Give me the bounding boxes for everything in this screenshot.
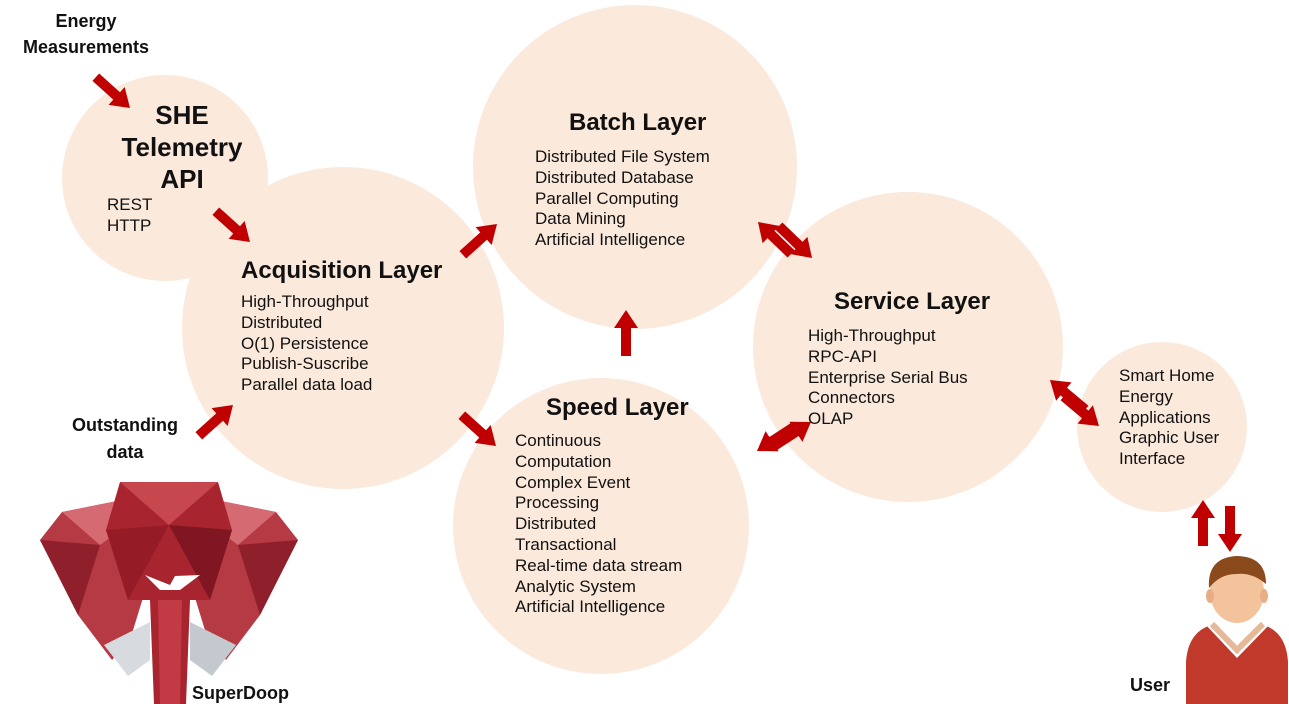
list-item: High-Throughput — [808, 326, 936, 345]
energy-measurements-label: Energy Measurements — [22, 11, 150, 57]
list-item: Applications — [1119, 407, 1211, 427]
list-item: Interface — [1119, 449, 1186, 469]
list-item: Distributed Database — [535, 167, 694, 187]
acquisition-layer-list: High-Throughput Distributed O(1) Persist… — [241, 292, 372, 396]
superdoop-logo-icon — [40, 482, 298, 704]
service-layer-list: High-Throughput RPC-API Enterprise Seria… — [808, 326, 968, 430]
list-item: Distributed File System — [535, 147, 710, 166]
list-item: Continuous — [515, 431, 602, 450]
list-item: Energy — [1119, 386, 1173, 406]
superdoop-label: SuperDoop — [192, 683, 289, 703]
list-item: Computation — [515, 451, 612, 471]
batch-layer-list: Distributed File System Distributed Data… — [535, 147, 710, 251]
outstanding-data-label: Outstanding data — [72, 415, 178, 462]
user-avatar-icon — [1186, 556, 1288, 704]
acquisition-layer-title: Acquisition Layer — [241, 257, 443, 284]
acquisition-layer-node — [182, 167, 504, 489]
speed-layer-title: Speed Layer — [546, 394, 689, 421]
service-layer-title: Service Layer — [834, 288, 991, 315]
apps-node — [1077, 342, 1247, 512]
service-layer-node — [753, 192, 1063, 502]
list-item: Data Mining — [535, 209, 626, 229]
list-item: Complex Event — [515, 472, 631, 492]
list-item: Graphic User — [1119, 428, 1220, 448]
batch-layer-node — [473, 5, 797, 329]
list-item: Processing — [515, 493, 600, 513]
list-item: Connectors — [808, 388, 895, 408]
list-item: Artificial Intelligence — [515, 597, 666, 617]
list-item: Smart Home — [1119, 366, 1215, 385]
arrow-apps-to-user — [1218, 506, 1242, 552]
list-item: Analytic System — [515, 576, 636, 596]
list-item: OLAP — [808, 409, 854, 429]
list-item: O(1) Persistence — [241, 333, 369, 353]
speed-layer-node — [453, 378, 749, 674]
she-telemetry-list: REST HTTP — [107, 195, 152, 237]
user-label: User — [1130, 675, 1171, 695]
list-item: Real-time data stream — [515, 555, 683, 575]
list-item: Distributed — [515, 514, 597, 534]
she-telemetry-title: SHE Telemetry API — [121, 100, 243, 194]
speed-layer-list: Continuous Computation Complex Event Pro… — [515, 431, 682, 618]
list-item: Distributed — [241, 312, 323, 332]
batch-layer-title: Batch Layer — [569, 109, 707, 136]
list-item: Enterprise Serial Bus — [808, 367, 968, 387]
list-item: Parallel data load — [241, 375, 373, 395]
list-item: Publish-Suscribe — [241, 354, 369, 374]
arrow-user-to-apps — [1191, 500, 1215, 546]
list-item: REST — [107, 195, 153, 214]
list-item: HTTP — [107, 215, 152, 235]
apps-list: Smart Home Energy Applications Graphic U… — [1119, 366, 1219, 470]
list-item: Transactional — [515, 534, 617, 554]
list-item: High-Throughput — [241, 292, 369, 311]
list-item: RPC-API — [808, 346, 877, 366]
list-item: Parallel Computing — [535, 188, 679, 208]
list-item: Artificial Intelligence — [535, 230, 686, 250]
